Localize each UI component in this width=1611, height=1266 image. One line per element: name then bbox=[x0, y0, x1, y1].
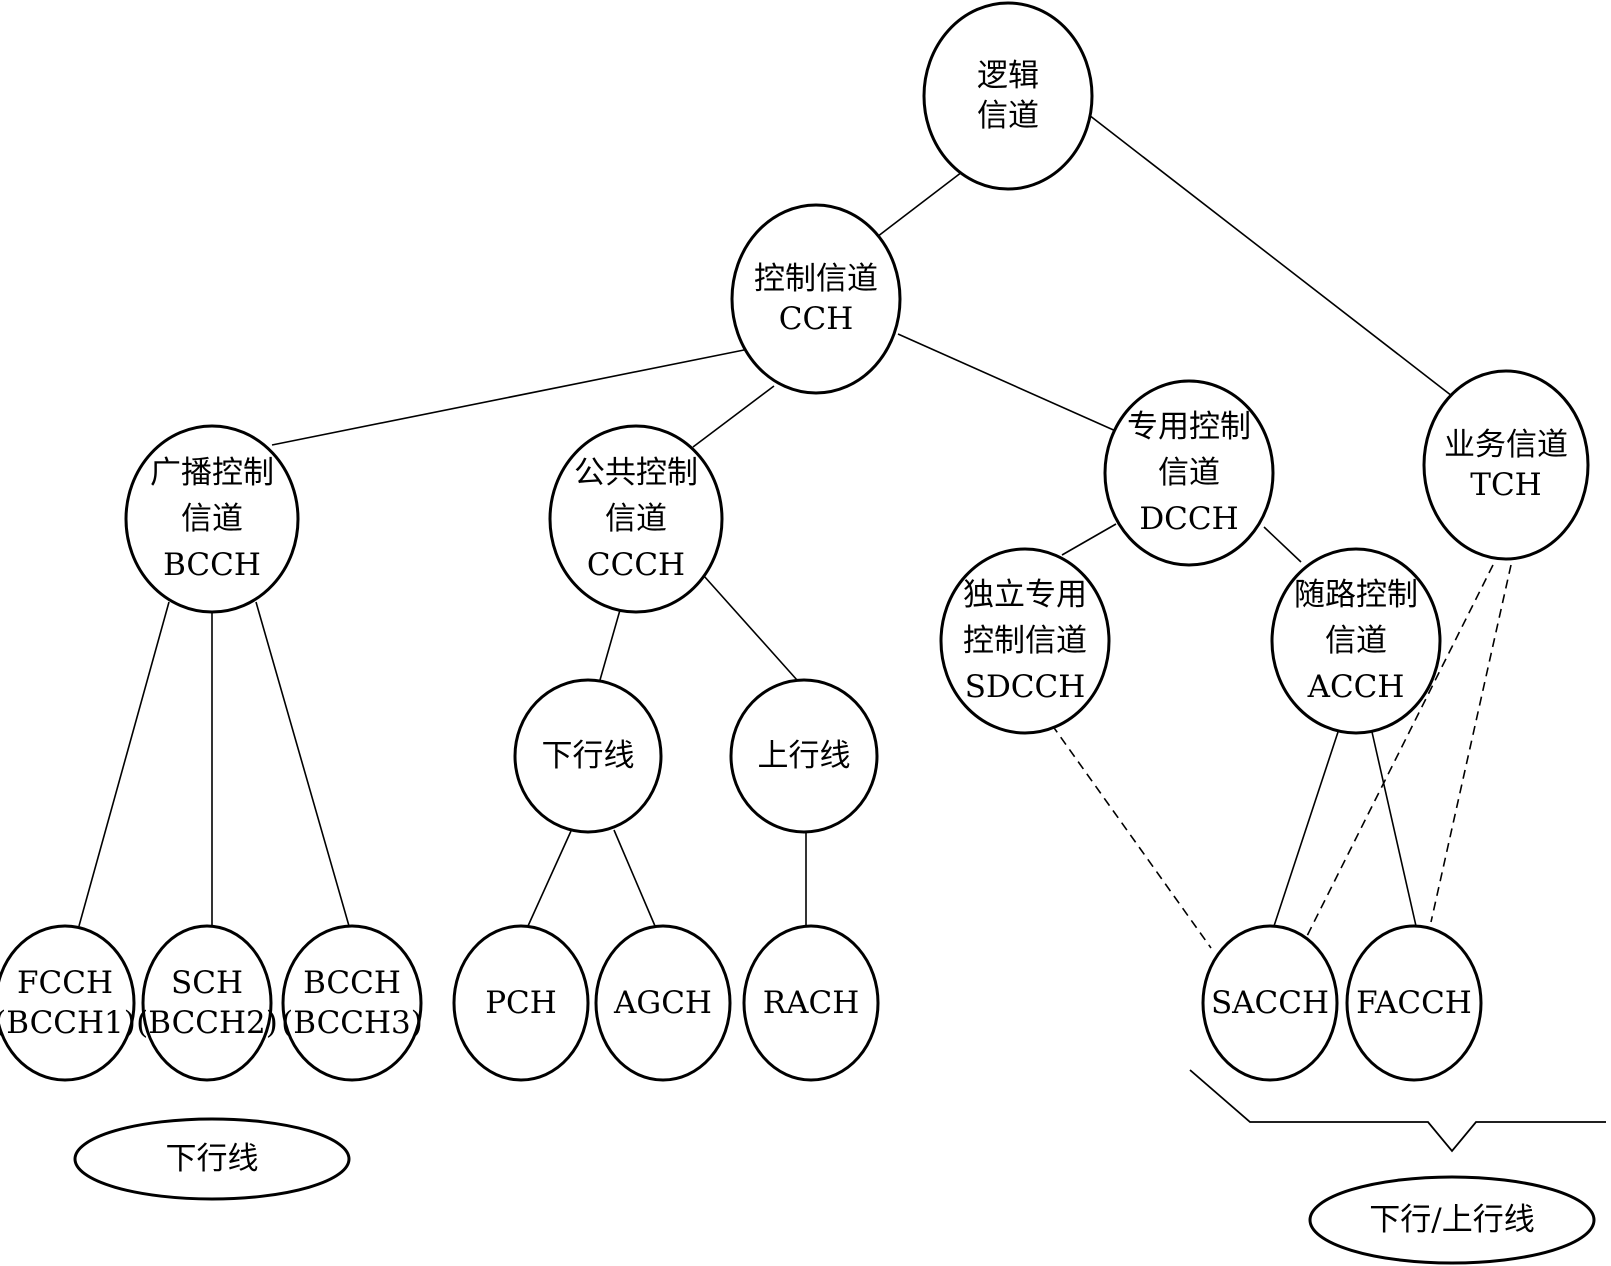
node-sch-label-2: (BCCH2) bbox=[136, 1005, 278, 1041]
node-fcch-label-2: (BCCH1) bbox=[0, 1005, 136, 1041]
node-standalone-dedicated-control-channel-sdcch-shape bbox=[939, 547, 1111, 735]
legend-downlink: 下行线 bbox=[73, 1117, 351, 1201]
node-facch-shape bbox=[1345, 924, 1483, 1082]
edge-tch-facch bbox=[1430, 564, 1512, 923]
node-pch: PCH bbox=[452, 924, 590, 1082]
node-agch-shape bbox=[594, 924, 732, 1082]
node-bcch3-label-2: (BCCH3) bbox=[281, 1005, 423, 1041]
node-traffic-channel-tch-label-2: TCH bbox=[1470, 467, 1541, 503]
node-sch-label-1: SCH bbox=[171, 965, 243, 1001]
node-uplink-label-1: 上行线 bbox=[758, 738, 851, 774]
node-associated-control-channel-acch-label-2: 信道 bbox=[1325, 623, 1387, 659]
node-standalone-dedicated-control-channel-sdcch-label-2: 控制信道 bbox=[963, 623, 1087, 659]
node-broadcast-control-channel-bcch-label-2: 信道 bbox=[181, 501, 243, 537]
node-sacch-label-1: SACCH bbox=[1211, 985, 1329, 1021]
node-pch-shape bbox=[452, 924, 590, 1082]
node-broadcast-control-channel-bcch-label-3: BCCH bbox=[163, 547, 261, 583]
edge-bcch-fcch bbox=[78, 601, 170, 927]
edge-cch-ccch bbox=[692, 385, 775, 448]
node-standalone-dedicated-control-channel-sdcch-label-3: SDCCH bbox=[965, 669, 1086, 705]
node-pch-label-1: PCH bbox=[485, 985, 557, 1021]
node-downlink-label-1: 下行线 bbox=[542, 738, 635, 774]
legend-downlink-uplink-shape bbox=[1308, 1175, 1596, 1265]
node-control-channel-cch-label-1: 控制信道 bbox=[754, 261, 878, 297]
legend-downlink-shape bbox=[73, 1117, 351, 1201]
node-logical-channel-label-1: 逻辑 bbox=[977, 58, 1039, 94]
node-rach-shape bbox=[742, 924, 880, 1082]
node-broadcast-control-channel-bcch-label-1: 广播控制 bbox=[150, 455, 274, 491]
node-logical-channel-label-2: 信道 bbox=[977, 98, 1039, 134]
edge-dcch-sdcch bbox=[1061, 523, 1117, 556]
node-logical-channel-shape bbox=[922, 1, 1094, 191]
node-agch-label-1: AGCH bbox=[613, 985, 712, 1021]
legend-downlink-uplink: 下行/上行线 bbox=[1308, 1175, 1596, 1265]
downlink-uplink-brace bbox=[1189, 1069, 1606, 1153]
edge-cch-bcch bbox=[271, 349, 745, 446]
node-control-channel-cch-label-2: CCH bbox=[779, 301, 853, 337]
edge-down1-pch bbox=[527, 830, 572, 927]
edge-logical-tch bbox=[1088, 114, 1453, 397]
node-common-control-channel-ccch-shape bbox=[548, 424, 724, 614]
edges-layer bbox=[78, 114, 1512, 949]
node-sacch: SACCH bbox=[1201, 924, 1339, 1082]
edge-acch-sacch bbox=[1273, 731, 1339, 927]
node-dedicated-control-channel-dcch-label-1: 专用控制 bbox=[1127, 409, 1251, 445]
node-uplink-shape bbox=[729, 678, 879, 834]
legend-downlink-label-1: 下行线 bbox=[166, 1141, 259, 1177]
node-traffic-channel-tch-shape bbox=[1422, 369, 1590, 561]
node-fcch-shape bbox=[0, 924, 136, 1082]
edge-acch-facch bbox=[1371, 731, 1417, 927]
node-common-control-channel-ccch-label-3: CCCH bbox=[587, 547, 685, 583]
node-agch: AGCH bbox=[594, 924, 732, 1082]
node-dedicated-control-channel-dcch-label-2: 信道 bbox=[1158, 455, 1220, 491]
edge-dcch-acch bbox=[1263, 526, 1302, 563]
node-associated-control-channel-acch-shape bbox=[1270, 547, 1442, 735]
node-fcch: FCCH (BCCH1) bbox=[0, 924, 136, 1082]
node-uplink: 上行线 bbox=[729, 678, 879, 834]
edge-logical-cch bbox=[872, 171, 963, 241]
edge-tch-sacch bbox=[1306, 564, 1494, 937]
node-bcch3: BCCH (BCCH3) bbox=[281, 924, 423, 1082]
node-bcch3-label-1: BCCH bbox=[303, 965, 401, 1001]
node-control-channel-cch: 控制信道 CCH bbox=[730, 203, 902, 395]
node-standalone-dedicated-control-channel-sdcch-label-1: 独立专用 bbox=[963, 577, 1087, 613]
node-fcch-label-1: FCCH bbox=[17, 965, 113, 1001]
node-associated-control-channel-acch-label-3: ACCH bbox=[1307, 669, 1405, 705]
node-associated-control-channel-acch-label-1: 随路控制 bbox=[1294, 577, 1418, 613]
node-sch-shape bbox=[141, 924, 273, 1082]
node-facch: FACCH bbox=[1345, 924, 1483, 1082]
node-rach-label-1: RACH bbox=[763, 985, 859, 1021]
node-sacch-shape bbox=[1201, 924, 1339, 1082]
node-sch: SCH (BCCH2) bbox=[136, 924, 278, 1082]
node-dedicated-control-channel-dcch-shape bbox=[1103, 379, 1275, 567]
node-control-channel-cch-shape bbox=[730, 203, 902, 395]
node-dedicated-control-channel-dcch-label-3: DCCH bbox=[1139, 501, 1238, 537]
node-bcch3-shape bbox=[281, 924, 423, 1082]
edge-ccch-up1 bbox=[703, 575, 798, 681]
edge-bcch-bcch3 bbox=[255, 601, 350, 927]
node-broadcast-control-channel-bcch-shape bbox=[124, 424, 300, 614]
edge-cch-dcch bbox=[897, 333, 1119, 433]
node-downlink-shape bbox=[513, 678, 663, 834]
edge-ccch-down1 bbox=[599, 609, 621, 681]
edge-down1-agch bbox=[613, 829, 656, 927]
node-traffic-channel-tch-label-1: 业务信道 bbox=[1444, 427, 1568, 463]
node-common-control-channel-ccch-label-2: 信道 bbox=[605, 501, 667, 537]
node-facch-label-1: FACCH bbox=[1356, 985, 1472, 1021]
node-common-control-channel-ccch-label-1: 公共控制 bbox=[574, 455, 698, 491]
edge-sdcch-sacch bbox=[1051, 724, 1212, 949]
node-downlink: 下行线 bbox=[513, 678, 663, 834]
legend-downlink-uplink-label-1: 下行/上行线 bbox=[1369, 1202, 1534, 1238]
node-rach: RACH bbox=[742, 924, 880, 1082]
node-traffic-channel-tch: 业务信道 TCH bbox=[1422, 369, 1590, 561]
